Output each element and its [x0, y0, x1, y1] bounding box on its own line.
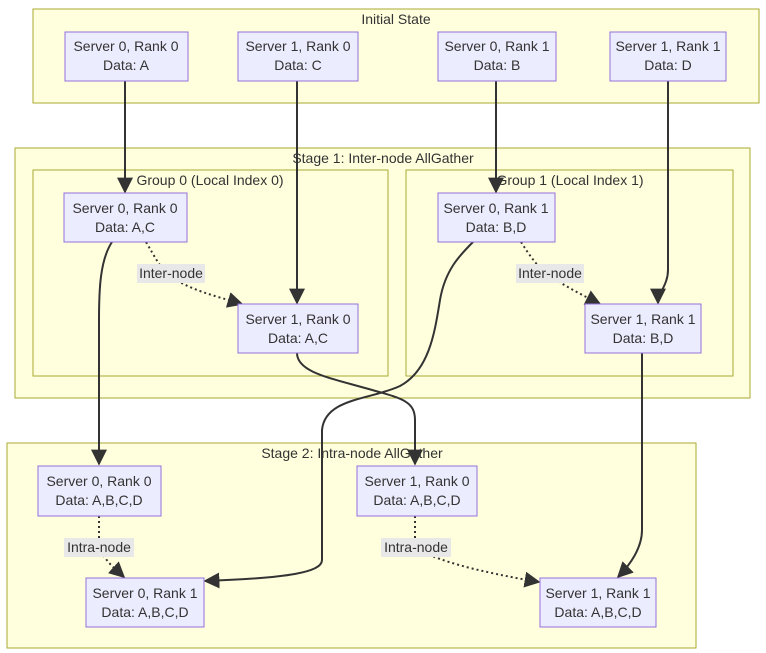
- svg-text:Data: A,C: Data: A,C: [268, 330, 328, 346]
- svg-text:Server 1, Rank 0: Server 1, Rank 0: [245, 38, 350, 54]
- svg-text:Server 1, Rank 1: Server 1, Rank 1: [590, 311, 695, 327]
- cluster-title-group1: Group 1 (Local Index 1): [496, 172, 643, 188]
- node-init-server1-rank0: Server 1, Rank 0 Data: C: [237, 31, 359, 82]
- svg-text:Inter-node: Inter-node: [139, 265, 203, 281]
- svg-text:Server 0, Rank 1: Server 0, Rank 1: [92, 585, 197, 601]
- svg-text:Data: A,B,C,D: Data: A,B,C,D: [55, 492, 142, 508]
- cluster-title-group0: Group 0 (Local Index 0): [136, 172, 283, 188]
- node-g0-server1-rank0: Server 1, Rank 0 Data: A,C: [237, 303, 359, 354]
- node-st2-server1-rank0: Server 1, Rank 0 Data: A,B,C,D: [356, 465, 478, 517]
- svg-text:Data: B,D: Data: B,D: [613, 330, 674, 346]
- edge-g1-s0r1-to-st2-s0r1: [203, 241, 474, 589]
- svg-text:Server 0, Rank 0: Server 0, Rank 0: [73, 38, 178, 54]
- svg-text:Server 1, Rank 0: Server 1, Rank 0: [364, 473, 469, 489]
- svg-text:Server 0, Rank 1: Server 0, Rank 1: [443, 200, 548, 216]
- node-g0-server0-rank0: Server 0, Rank 0 Data: A,C: [63, 192, 188, 243]
- cluster-title-initial: Initial State: [361, 11, 430, 27]
- edge-init-s1r1-to-g1-s1r1: [650, 81, 669, 305]
- svg-text:Server 0, Rank 0: Server 0, Rank 0: [46, 473, 151, 489]
- node-init-server0-rank1: Server 0, Rank 1 Data: B: [437, 31, 557, 82]
- svg-text:Server 0, Rank 1: Server 0, Rank 1: [444, 38, 549, 54]
- svg-text:Server 1, Rank 0: Server 1, Rank 0: [245, 311, 350, 327]
- edge-label-inter-node-g1: Inter-node: [516, 264, 584, 283]
- svg-text:Data: D: Data: D: [644, 57, 691, 73]
- node-st2-server1-rank1: Server 1, Rank 1 Data: A,B,C,D: [539, 577, 657, 628]
- svg-text:Data: B: Data: B: [474, 57, 521, 73]
- node-st2-server0-rank1: Server 0, Rank 1 Data: A,B,C,D: [85, 577, 205, 628]
- svg-text:Data: A,B,C,D: Data: A,B,C,D: [373, 492, 460, 508]
- node-g1-server1-rank1: Server 1, Rank 1 Data: B,D: [584, 303, 702, 354]
- node-init-server1-rank1: Server 1, Rank 1 Data: D: [609, 31, 727, 82]
- node-init-server0-rank0: Server 0, Rank 0 Data: A: [64, 31, 189, 82]
- edge-g1-s1r1-to-st2-s1r1: [616, 353, 643, 579]
- svg-text:Data: C: Data: C: [274, 57, 321, 73]
- svg-text:Inter-node: Inter-node: [518, 265, 582, 281]
- cluster-title-stage1: Stage 1: Inter-node AllGather: [292, 150, 474, 166]
- cluster-title-stage2: Stage 2: Intra-node AllGather: [261, 445, 443, 461]
- svg-text:Data: A,B,C,D: Data: A,B,C,D: [101, 604, 188, 620]
- edge-label-inter-node-g0: Inter-node: [137, 264, 205, 283]
- node-g1-server0-rank1: Server 0, Rank 1 Data: B,D: [437, 192, 556, 243]
- edge-s0-intra-node: [98, 516, 126, 579]
- edge-label-intra-node-s1: Intra-node: [381, 538, 451, 557]
- svg-text:Data: A,B,C,D: Data: A,B,C,D: [554, 604, 641, 620]
- svg-text:Server 1, Rank 1: Server 1, Rank 1: [615, 38, 720, 54]
- edge-label-intra-node-s0: Intra-node: [64, 538, 134, 557]
- edge-g1-inter-node: [520, 241, 602, 305]
- edge-g0-s1r0-to-st2-s1r0: [296, 352, 423, 466]
- svg-text:Intra-node: Intra-node: [67, 539, 131, 555]
- edge-g0-s0r0-to-st2-s0r0: [91, 241, 113, 466]
- svg-text:Data: A: Data: A: [103, 57, 150, 73]
- node-st2-server0-rank0: Server 0, Rank 0 Data: A,B,C,D: [37, 465, 162, 517]
- svg-text:Data: B,D: Data: B,D: [466, 219, 527, 235]
- svg-text:Intra-node: Intra-node: [384, 539, 448, 555]
- svg-text:Data: A,C: Data: A,C: [95, 219, 155, 235]
- svg-text:Server 0, Rank 0: Server 0, Rank 0: [72, 200, 177, 216]
- svg-text:Server 1, Rank 1: Server 1, Rank 1: [545, 585, 650, 601]
